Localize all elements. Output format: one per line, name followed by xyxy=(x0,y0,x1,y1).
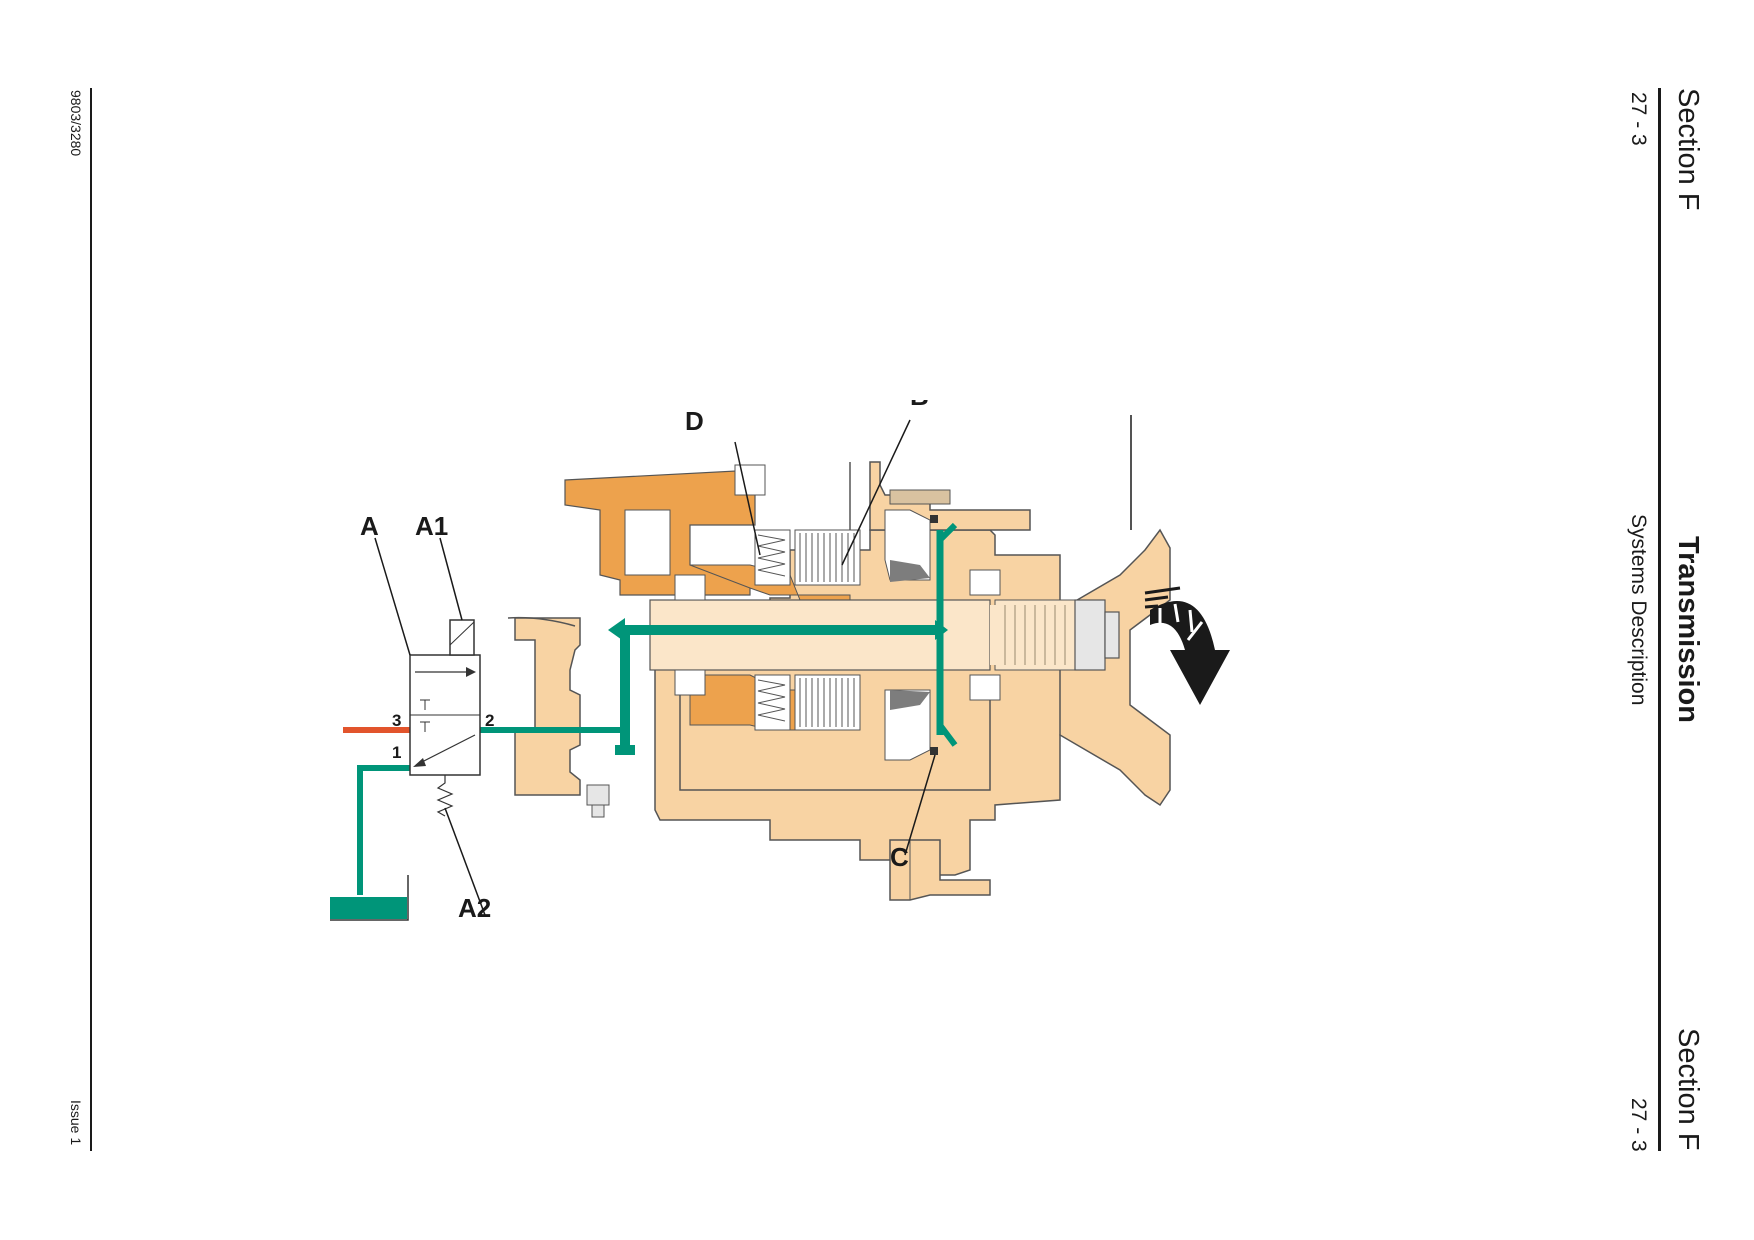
port-3: 3 xyxy=(392,711,401,730)
oil-arrow-right xyxy=(935,620,948,640)
label-a2: A2 xyxy=(458,893,491,923)
port-1: 1 xyxy=(392,743,401,762)
solenoid-valve-icon xyxy=(409,619,481,776)
port-2: 2 xyxy=(485,711,494,730)
oil-line xyxy=(357,522,958,895)
label-d: D xyxy=(685,406,704,436)
page-number-bottom: 27 - 3 xyxy=(1627,1098,1650,1152)
section-label-bottom: Section F xyxy=(1672,1028,1704,1151)
rotation-arrow-icon xyxy=(1144,586,1230,705)
clutch-pack xyxy=(674,464,1001,731)
header-rule-top xyxy=(1658,88,1661,1151)
page-number-top: 27 - 3 xyxy=(1627,92,1650,146)
label-a: A xyxy=(360,511,379,541)
piston-assembly xyxy=(884,509,938,761)
label-b: B xyxy=(910,400,929,411)
label-a1: A1 xyxy=(415,511,448,541)
page-subtitle: Systems Description xyxy=(1627,514,1650,706)
tank-icon xyxy=(330,875,409,921)
page-title: Transmission xyxy=(1672,536,1704,723)
oil-arrow-left xyxy=(608,618,625,642)
footer-rule xyxy=(90,88,92,1151)
transmission-diagram: A A1 A2 B C D E 3 2 1 xyxy=(330,400,1230,923)
label-c: C xyxy=(890,842,909,872)
spring-icon xyxy=(436,775,454,817)
section-label-top: Section F xyxy=(1672,88,1704,211)
leader-lines xyxy=(374,415,1132,916)
issue-label: Issue 1 xyxy=(68,1100,84,1146)
doc-number: 9803/3280 xyxy=(68,90,84,157)
